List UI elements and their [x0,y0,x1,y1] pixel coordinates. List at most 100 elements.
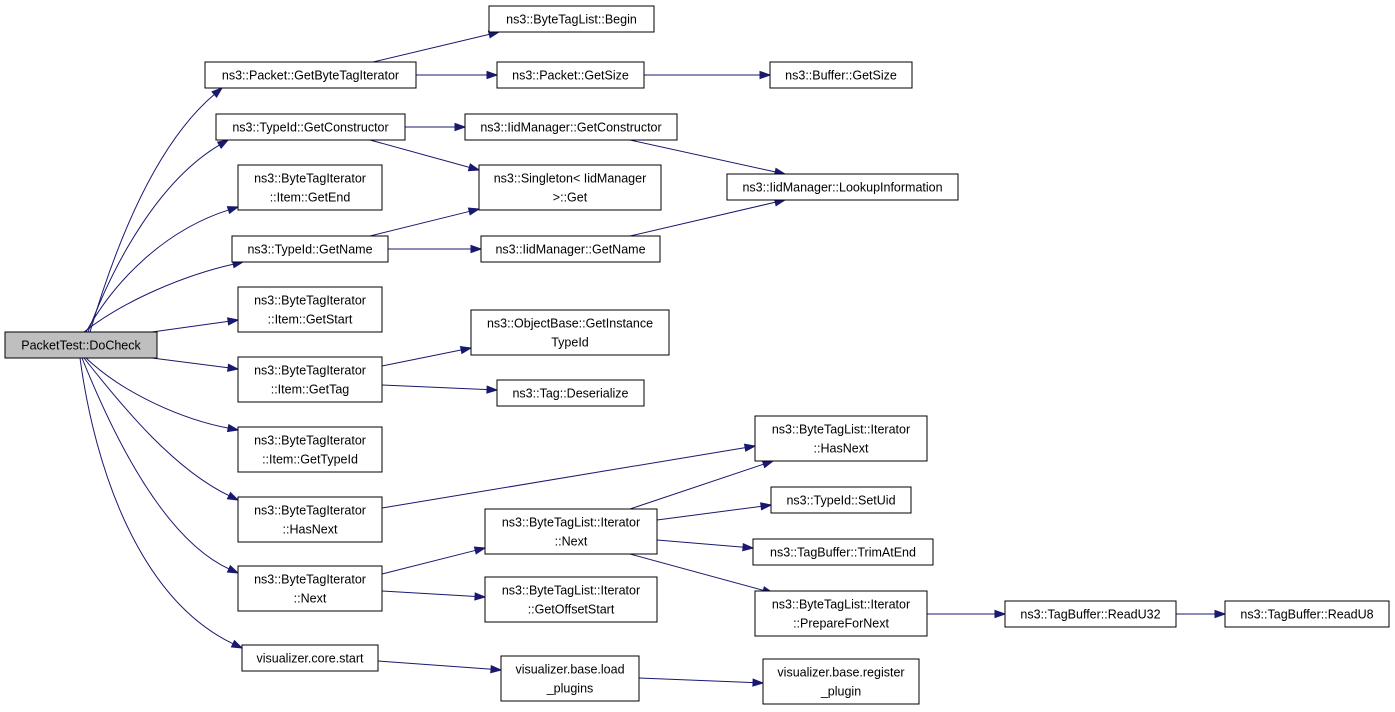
edge-arrowhead [227,317,240,326]
node-label: ::PrepareForNext [793,617,889,631]
edge-arrowhead [226,491,240,501]
edge-arrowhead [1214,609,1227,619]
node-box [215,113,406,141]
edge-arrowhead [752,678,765,687]
node-label: ns3::ByteTagList::Iterator [772,423,910,437]
node-itemGetEnd[interactable]: ns3::ByteTagIterator::Item::GetEnd [237,164,383,211]
node-bufferGetSize[interactable]: ns3::Buffer::GetSize [769,61,913,89]
node-loadPlugins[interactable]: visualizer.base.load_plugins [500,655,640,702]
edge-loadPlugins-to-registerPlugin [638,677,765,687]
node-bltIterHasNext[interactable]: ns3::ByteTagList::Iterator::HasNext [754,415,928,462]
node-box [4,331,158,359]
node-typeIdGetConstructor[interactable]: ns3::TypeId::GetConstructor [215,113,406,141]
node-btiHasNext[interactable]: ns3::ByteTagIterator::HasNext [237,496,383,543]
edge-line [79,357,235,645]
node-btiNext[interactable]: ns3::ByteTagIterator::Next [237,565,383,612]
node-readU8[interactable]: ns3::TagBuffer::ReadU8 [1224,600,1390,628]
node-box [237,496,383,543]
node-itemGetTypeId[interactable]: ns3::ByteTagIterator::Item::GetTypeId [237,426,383,473]
node-label: >::Get [553,191,588,205]
node-box [231,235,389,263]
node-label: ns3::ByteTagIterator [254,434,366,448]
edge-typeIdGetName-to-singletonGet [369,207,481,237]
node-label: ::Item::GetTag [271,383,350,397]
edge-arrowhead [211,87,224,98]
node-box [470,309,670,356]
node-label: ::Item::GetEnd [270,191,351,205]
node-iidGetConstructor[interactable]: ns3::IidManager::GetConstructor [464,113,678,141]
edge-line [83,263,235,333]
edge-getByteTagIterator-to-packetGetSize [416,70,499,80]
node-box [496,379,645,407]
node-label: ::Next [555,535,588,549]
node-typeIdSetUid[interactable]: ns3::TypeId::SetUid [770,486,912,514]
node-label: TypeId [551,336,589,350]
node-packetGetSize[interactable]: ns3::Packet::GetSize [496,61,645,89]
node-box [762,658,920,705]
edge-packetGetSize-to-bufferGetSize [644,70,772,80]
edge-arrowhead [467,163,481,172]
node-label: ns3::ByteTagIterator [254,364,366,378]
node-trimAtEnd[interactable]: ns3::TagBuffer::TrimAtEnd [752,538,934,566]
node-getOffsetStart[interactable]: ns3::ByteTagList::Iterator::GetOffsetSta… [484,576,658,623]
node-singletonGet[interactable]: ns3::Singleton< IidManager>::Get [478,164,662,211]
node-box [1224,600,1390,628]
node-itemGetStart[interactable]: ns3::ByteTagIterator::Item::GetStart [237,286,383,333]
edge-line [656,505,763,521]
node-label: ::GetOffsetStart [528,603,615,617]
node-box [480,235,661,263]
edge-arrowhead [216,139,230,149]
edge-line [381,384,489,391]
edge-arrowhead [467,207,481,216]
node-itemGetTag[interactable]: ns3::ByteTagIterator::Item::GetTag [237,356,383,403]
node-registerPlugin[interactable]: visualizer.base.register_plugin [762,658,920,705]
edge-arrowhead [486,70,499,80]
node-box [770,486,912,514]
edge-arrowhead [227,363,240,372]
edge-root-to-coreStart [79,357,244,649]
node-readU32[interactable]: ns3::TagBuffer::ReadU32 [1004,600,1177,628]
node-box [754,415,928,462]
node-bltIterNext[interactable]: ns3::ByteTagList::Iterator::Next [484,508,658,555]
edge-prepareForNext-to-readU32 [927,609,1007,619]
node-label: ns3::ByteTagIterator [254,504,366,518]
edge-arrowhead [490,665,503,674]
node-box [241,644,379,672]
node-tagDeserialize[interactable]: ns3::Tag::Deserialize [496,379,645,407]
node-label: ns3::TagBuffer::TrimAtEnd [770,546,916,560]
node-typeIdGetName[interactable]: ns3::TypeId::GetName [231,235,389,263]
edge-typeIdGetConstructor-to-singletonGet [369,139,481,172]
node-box [496,61,645,89]
node-begin[interactable]: ns3::ByteTagList::Begin [488,5,655,33]
node-label: _plugins [546,682,594,696]
edge-line [638,677,755,684]
edge-line [89,93,216,333]
node-label: ns3::Packet::GetByteTagIterator [222,69,399,83]
node-getByteTagIterator[interactable]: ns3::Packet::GetByteTagIterator [204,61,417,89]
node-label: ns3::TypeId::GetName [247,243,372,257]
edge-arrowhead [459,345,473,355]
node-box [237,286,383,333]
node-lookupInformation[interactable]: ns3::IidManager::LookupInformation [726,173,959,201]
edge-arrowhead [994,609,1007,619]
node-label: ns3::TagBuffer::ReadU32 [1020,608,1160,622]
node-box [237,356,383,403]
node-box [726,173,959,201]
node-coreStart[interactable]: visualizer.core.start [241,644,379,672]
node-prepareForNext[interactable]: ns3::ByteTagList::Iterator::PrepareForNe… [754,590,928,637]
node-root[interactable]: PacketTest::DoCheck [4,331,158,359]
edge-arrowhead [470,244,483,254]
node-label: ::Item::GetStart [268,313,353,327]
call-graph-nodes: PacketTest::DoCheck ns3::Packet::GetByteT… [4,5,1390,705]
edge-getByteTagIterator-to-begin [372,30,501,63]
node-box [204,61,417,89]
edge-line [372,33,491,63]
edge-line [81,357,231,570]
edge-line [87,144,221,333]
node-iidGetName[interactable]: ns3::IidManager::GetName [480,235,661,263]
node-box [237,164,383,211]
node-label: ns3::ByteTagIterator [254,172,366,186]
edge-typeIdGetName-to-iidGetName [388,244,483,254]
